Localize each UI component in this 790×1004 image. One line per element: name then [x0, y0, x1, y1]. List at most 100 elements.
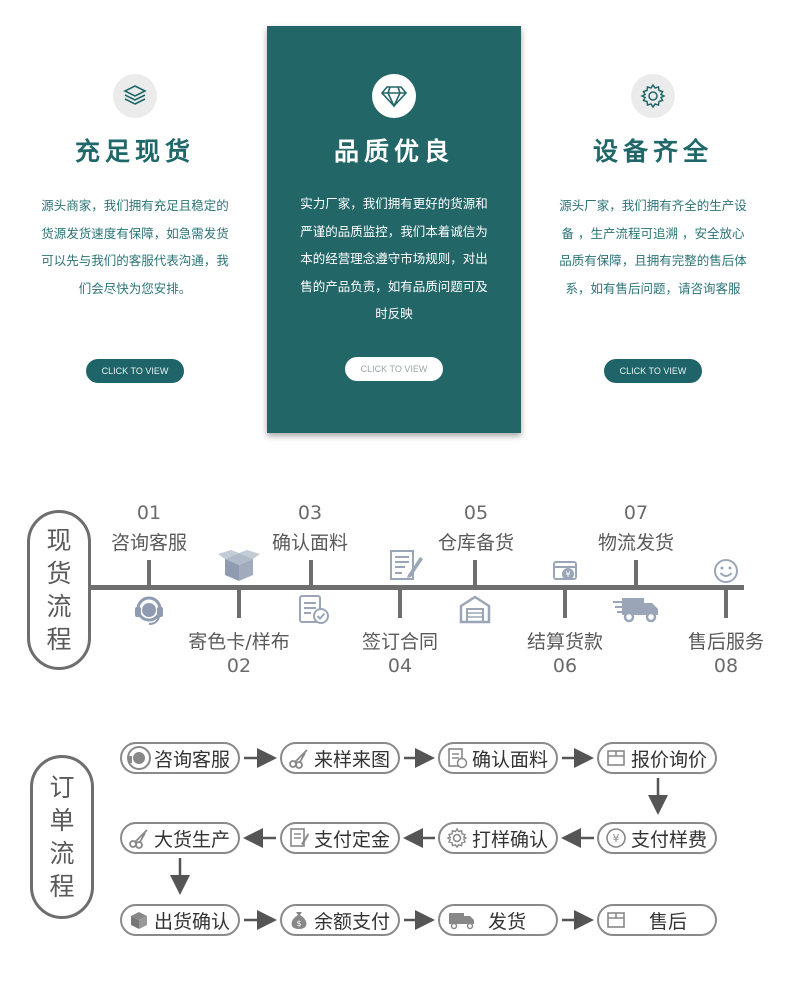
- step-label: 仓库备货: [437, 532, 514, 554]
- timeline-tick: [237, 590, 241, 618]
- feature-text-line: 本的经营理念遵守市场规则，对出: [300, 251, 488, 266]
- feature-text-line: 实力厂家，我们拥有更好的货源和: [300, 196, 488, 211]
- title-char: 订: [49, 773, 75, 802]
- step-label: 签订合同: [361, 631, 438, 653]
- order-step-label: 来样来图: [314, 748, 391, 771]
- contract-icon: [388, 549, 424, 585]
- step-label: 结算货款: [526, 631, 603, 653]
- title-char: 程: [49, 872, 75, 901]
- feature-text-line: 系，如有售后问题，请咨询客服: [565, 280, 741, 296]
- timeline-tick: [398, 590, 402, 618]
- click-to-view-button[interactable]: CLICK TO VIEW: [604, 359, 702, 383]
- payment-icon: ¥: [552, 559, 580, 587]
- order-step-label: 售后: [649, 910, 688, 933]
- click-to-view-button[interactable]: CLICK TO VIEW: [345, 356, 443, 381]
- step-number: 03: [297, 502, 323, 524]
- order-step-label: 咨询客服: [154, 748, 231, 771]
- feature-text-line: 们会尽快为您安排。: [78, 280, 192, 296]
- svg-text:$: $: [296, 919, 301, 928]
- order-step: 出货确认: [120, 904, 240, 936]
- order-step: 咨询客服: [120, 742, 240, 774]
- feature-text-line: 品质有保障，且拥有完整的售后体: [559, 253, 747, 268]
- step-number: 05: [463, 502, 489, 524]
- yen-icon: ¥: [603, 825, 629, 851]
- headset-icon: [126, 745, 152, 771]
- timeline-tick: [724, 590, 728, 618]
- feature-text-line: 源头商家，我们拥有充足且稳定的: [41, 198, 229, 213]
- feature-card-equipment: 设备齐全 源头厂家，我们拥有齐全的生产设 备 ，生产流程可追溯 ，安全放心 品质…: [526, 26, 780, 383]
- feature-card-quality: 品质优良 实力厂家，我们拥有更好的货源和 严谨的品质监控，我们本着诚信为 本的经…: [267, 26, 521, 433]
- step-label: 物流发货: [597, 532, 674, 554]
- gear-icon: [444, 825, 470, 851]
- box-icon: [603, 907, 629, 933]
- checklist-icon: [297, 594, 331, 630]
- timeline-tick: [309, 560, 313, 588]
- order-step: ¥ 支付样费: [597, 822, 717, 854]
- step-number: 01: [136, 502, 162, 524]
- order-step: 大货生产: [120, 822, 240, 854]
- title-char: 流: [46, 592, 72, 621]
- order-step: 确认面料: [438, 742, 558, 774]
- box-icon: [126, 907, 152, 933]
- step-number: 04: [387, 655, 413, 677]
- smile-icon: [713, 558, 739, 588]
- box-icon: [217, 549, 261, 587]
- timeline-line: [88, 585, 744, 590]
- order-step: 售后: [597, 904, 717, 936]
- money-bag-icon: $: [286, 907, 312, 933]
- title-char: 程: [46, 625, 72, 654]
- gear-icon: [631, 74, 675, 118]
- step-label: 寄色卡/样布: [188, 631, 290, 653]
- title-char: 货: [46, 559, 72, 588]
- layers-icon: [113, 74, 157, 118]
- truck-icon: [444, 907, 478, 933]
- truck-icon: [612, 594, 660, 628]
- stock-flow-title: 现 货 流 程: [27, 510, 91, 670]
- title-char: 现: [46, 526, 72, 555]
- order-step: 来样来图: [280, 742, 400, 774]
- step-number: 08: [713, 655, 739, 677]
- order-step-label: 打样确认: [472, 828, 549, 851]
- feature-text-line: 货源发货速度有保障，如急需发货: [41, 225, 229, 241]
- click-to-view-button[interactable]: CLICK TO VIEW: [86, 359, 184, 383]
- order-step-label: 报价询价: [631, 748, 708, 771]
- feature-card-stock: 充足现货 源头商家，我们拥有充足且稳定的 货源发货速度有保障，如急需发货 可以先…: [8, 26, 262, 383]
- feature-text-line: 售的产品负责，如有品质问题可及: [300, 278, 488, 294]
- box-icon: [603, 745, 629, 771]
- step-label: 确认面料: [271, 532, 348, 554]
- scissors-icon: [126, 825, 152, 851]
- scissors-icon: [286, 745, 312, 771]
- step-number: 02: [226, 655, 252, 677]
- order-step-label: 确认面料: [472, 748, 549, 771]
- feature-text-line: 时反映: [375, 306, 413, 321]
- title-char: 单: [49, 806, 75, 835]
- step-number: 06: [552, 655, 578, 677]
- feature-title: 充足现货: [74, 137, 195, 166]
- svg-text:¥: ¥: [613, 832, 620, 845]
- feature-text-line: 可以先与我们的客服代表沟通，我: [41, 253, 229, 268]
- feature-title: 品质优良: [333, 137, 454, 166]
- order-step-label: 支付样费: [631, 828, 708, 851]
- timeline-tick: [147, 560, 151, 588]
- title-char: 流: [49, 839, 75, 868]
- step-number: 07: [623, 502, 649, 524]
- feature-text-line: 严谨的品质监控，我们本着诚信为: [300, 223, 488, 239]
- order-flow-title: 订 单 流 程: [30, 755, 94, 919]
- warehouse-icon: [459, 594, 491, 628]
- diamond-icon: [372, 74, 416, 118]
- step-label: 咨询客服: [110, 532, 187, 554]
- timeline-tick: [473, 560, 477, 588]
- timeline-tick: [563, 590, 567, 618]
- order-step: $ 余额支付: [280, 904, 400, 936]
- feature-text-line: 源头厂家，我们拥有齐全的生产设: [559, 198, 747, 213]
- step-label: 售后服务: [687, 631, 764, 653]
- order-step-label: 支付定金: [314, 828, 391, 851]
- headset-icon: [131, 594, 167, 632]
- order-step-label: 余额支付: [314, 910, 391, 933]
- order-step: 报价询价: [597, 742, 717, 774]
- contract-icon: [286, 825, 312, 851]
- feature-title: 设备齐全: [592, 137, 713, 166]
- svg-text:¥: ¥: [565, 570, 570, 579]
- order-step-label: 出货确认: [154, 910, 231, 933]
